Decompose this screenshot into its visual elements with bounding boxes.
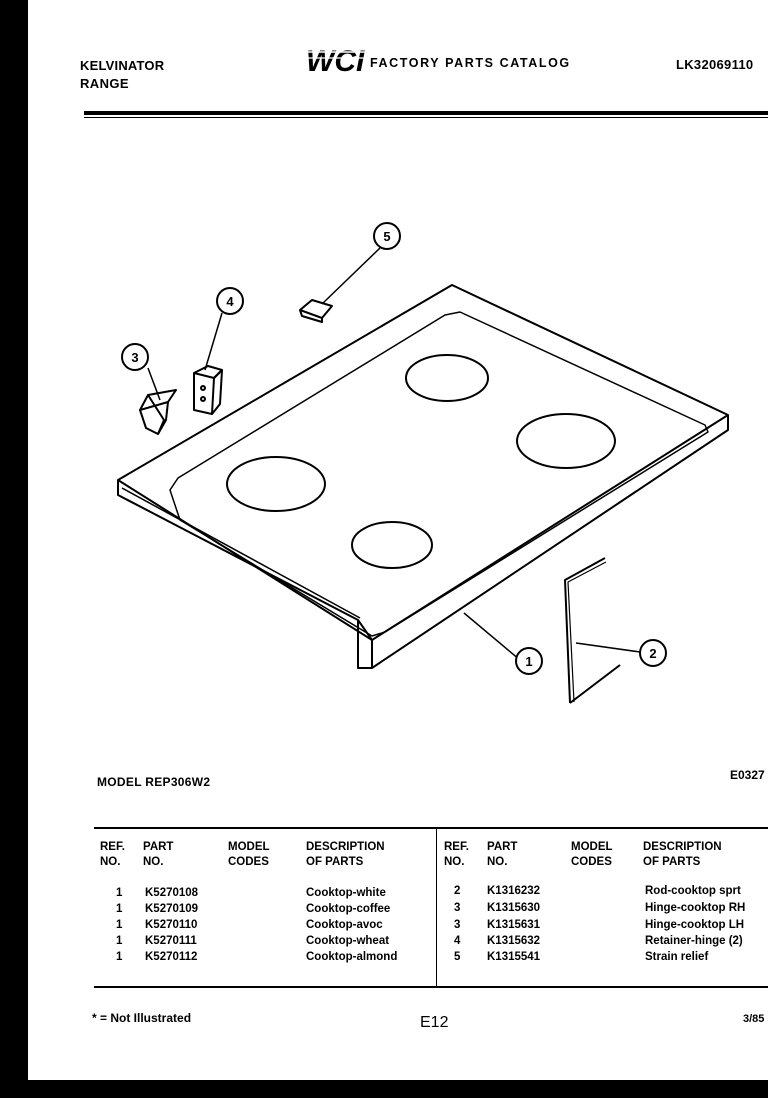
catalog-title: FACTORY PARTS CATALOG bbox=[370, 56, 571, 70]
row-desc: Strain relief bbox=[645, 951, 709, 963]
header-ref-right: REF.NO. bbox=[444, 841, 469, 868]
row-ref: 1 bbox=[116, 935, 123, 947]
row-part: K1315631 bbox=[487, 919, 541, 931]
table-column-divider bbox=[436, 829, 437, 986]
cooktop-panel bbox=[117, 284, 729, 669]
table-bottom-rule bbox=[94, 986, 768, 988]
strain-relief bbox=[299, 299, 333, 323]
wci-logo-text: WCI bbox=[306, 45, 365, 76]
table-top-rule bbox=[94, 827, 768, 829]
callout-4: 4 bbox=[216, 287, 244, 315]
product-type: RANGE bbox=[80, 76, 129, 91]
footnote: * = Not Illustrated bbox=[92, 1011, 192, 1025]
callout-label-1: 1 bbox=[525, 654, 532, 669]
row-part: K5270111 bbox=[145, 935, 197, 947]
row-ref: 1 bbox=[116, 903, 123, 915]
header-rule bbox=[84, 111, 768, 115]
row-ref: 5 bbox=[454, 951, 461, 963]
callout-label-4: 4 bbox=[226, 294, 234, 309]
header-ref-left: REF.NO. bbox=[100, 841, 125, 868]
wci-logo: WCI bbox=[306, 45, 366, 76]
row-desc: Cooktop-white bbox=[306, 887, 386, 899]
callout-label-3: 3 bbox=[131, 350, 138, 365]
callout-3: 3 bbox=[121, 343, 149, 371]
hinge-cooktop bbox=[139, 389, 177, 435]
callout-1: 1 bbox=[515, 647, 543, 675]
cooktop-diagram: 1 2 3 4 5 bbox=[117, 222, 729, 704]
row-part: K1316232 bbox=[487, 885, 541, 897]
row-desc: Retainer-hinge (2) bbox=[645, 935, 743, 947]
row-part: K5270108 bbox=[145, 887, 199, 899]
callout-label-5: 5 bbox=[383, 229, 390, 244]
row-desc: Cooktop-wheat bbox=[306, 935, 390, 947]
row-part: K5270112 bbox=[145, 951, 198, 963]
row-part: K5270110 bbox=[145, 919, 198, 931]
row-desc: Rod-cooktop sprt bbox=[645, 885, 741, 897]
retainer-hinge bbox=[193, 365, 223, 415]
row-ref: 3 bbox=[454, 919, 461, 931]
revision-date: 3/85 bbox=[743, 1013, 765, 1025]
row-ref: 4 bbox=[454, 935, 461, 947]
drawing-code: E0327 bbox=[730, 768, 765, 782]
row-desc: Cooktop-avoc bbox=[306, 919, 383, 931]
model-number: MODEL REP306W2 bbox=[97, 775, 211, 789]
row-part: K1315541 bbox=[487, 951, 541, 963]
catalog-code: LK32069110 bbox=[676, 57, 754, 72]
row-ref: 1 bbox=[116, 887, 123, 899]
callout-2: 2 bbox=[639, 639, 667, 667]
rod-cooktop-support bbox=[564, 557, 621, 704]
row-desc: Cooktop-almond bbox=[306, 951, 398, 963]
page-number: E12 bbox=[420, 1014, 449, 1031]
row-desc: Hinge-cooktop RH bbox=[645, 902, 746, 914]
header-rule-thin bbox=[84, 117, 768, 118]
brand-name: KELVINATOR bbox=[80, 58, 165, 73]
row-part: K1315630 bbox=[487, 902, 541, 914]
row-ref: 1 bbox=[116, 951, 123, 963]
row-part: K5270109 bbox=[145, 903, 199, 915]
row-part: K1315632 bbox=[487, 935, 541, 947]
row-desc: Hinge-cooktop LH bbox=[645, 919, 745, 931]
row-desc: Cooktop-coffee bbox=[306, 903, 391, 915]
row-ref: 2 bbox=[454, 885, 461, 897]
callout-5: 5 bbox=[373, 222, 401, 250]
row-ref: 3 bbox=[454, 902, 461, 914]
row-ref: 1 bbox=[116, 919, 123, 931]
callout-label-2: 2 bbox=[649, 646, 656, 661]
